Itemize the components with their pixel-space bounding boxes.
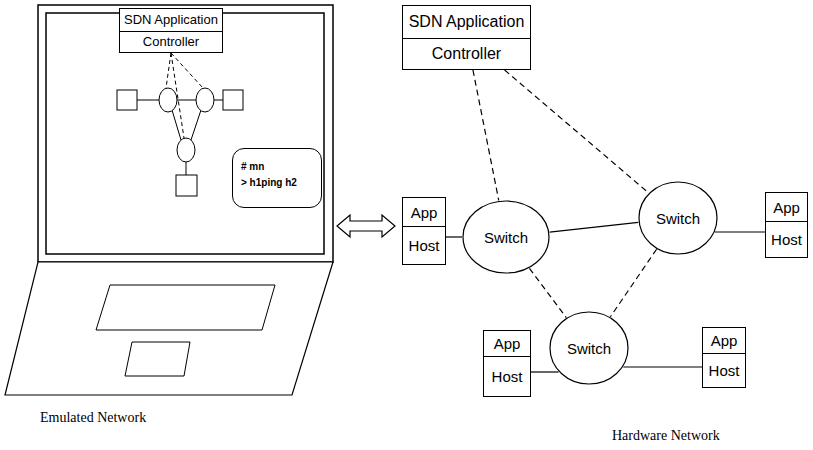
node-title: App — [703, 328, 745, 353]
switch-ellipse: Switch — [638, 181, 718, 255]
node-subtitle: Host — [766, 221, 807, 257]
host-box: AppHost — [702, 327, 746, 388]
switch-ellipse: Switch — [549, 311, 629, 385]
node-title: SDN Application — [120, 9, 222, 31]
node-title: Switch — [567, 340, 611, 357]
host-box: AppHost — [765, 192, 808, 258]
switch-ellipse: Switch — [462, 200, 550, 274]
network-link — [550, 222, 639, 232]
node-title: SDN Application — [403, 6, 530, 38]
terminal-box: # mn> h1ping h2 — [232, 148, 322, 208]
node-title: Switch — [484, 229, 528, 246]
control-link — [529, 268, 566, 317]
command-line: # mn — [241, 159, 315, 175]
host-box: AppHost — [402, 197, 446, 265]
network-link — [446, 236, 462, 237]
controller-box: SDN ApplicationController — [119, 8, 223, 53]
command-line: > h1ping h2 — [241, 175, 315, 191]
control-link — [610, 249, 656, 316]
node-title: App — [766, 193, 807, 221]
network-link — [531, 371, 559, 372]
caption-label: Emulated Network — [40, 410, 146, 426]
control-link — [473, 70, 499, 201]
node-subtitle: Host — [484, 356, 530, 396]
controller-box: SDN ApplicationController — [402, 5, 531, 70]
node-subtitle: Host — [403, 226, 445, 264]
node-title: App — [403, 198, 445, 226]
node-subtitle: Controller — [403, 38, 530, 70]
node-subtitle: Controller — [120, 31, 222, 53]
node-title: Switch — [656, 210, 700, 227]
caption-label: Hardware Network — [612, 428, 720, 444]
network-link — [623, 366, 702, 367]
network-link — [715, 231, 765, 232]
control-link — [505, 70, 649, 193]
host-box: AppHost — [483, 330, 531, 397]
node-title: App — [484, 331, 530, 356]
node-subtitle: Host — [703, 353, 745, 387]
